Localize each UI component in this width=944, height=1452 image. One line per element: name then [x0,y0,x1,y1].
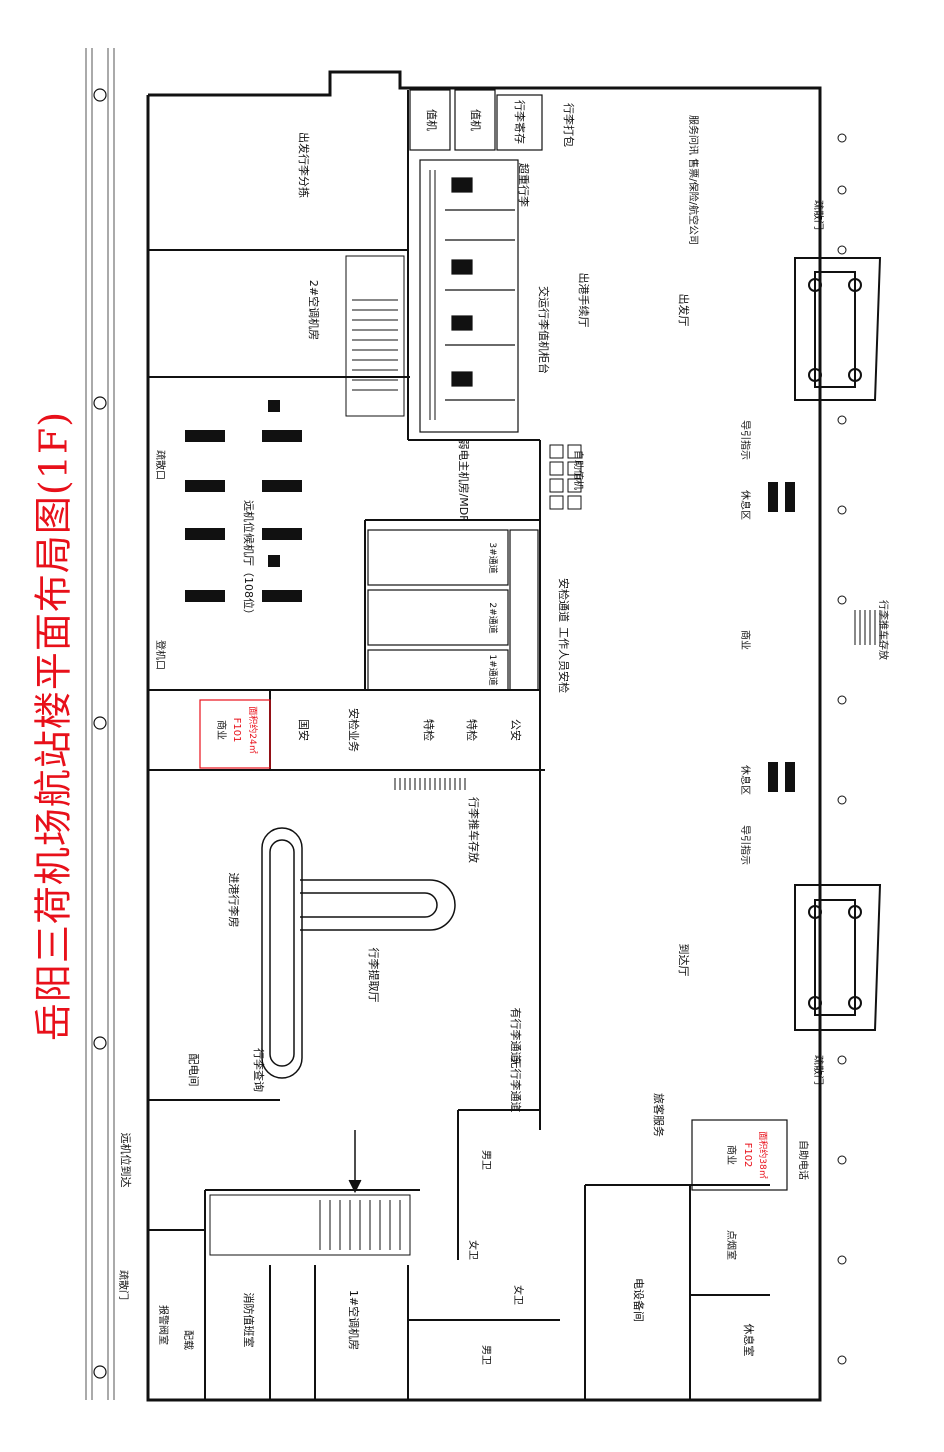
label-power-dist: 配电间 [187,1054,200,1087]
label-security-lane: 安检通道 [557,578,571,622]
label-arr-hall: 到达厅 [677,944,690,977]
label-cart-storage-2: 行李推车存放 [467,797,481,863]
shop-outlines [199,699,788,1191]
label-oversize: 超重行李 [517,163,531,207]
label-evac-bottom: 疏散门 [812,1055,825,1085]
rest-benches [768,482,795,792]
label-baggage-check: 行李查询 [252,1048,266,1092]
label-mailroom: 报警阀室 [157,1305,170,1345]
room-labels: 出发行李分拣 值机 值机 行李寄存 行李打包 超重行李 服务问讯 售票/保险/航… [117,100,890,1365]
stair-top [345,255,405,417]
self-checkin-kiosks [549,444,582,510]
label-guide-1: 导引指示 [739,420,752,460]
label-male-wc-1: 男卫 [480,1150,492,1170]
label-remote-waiting: 远机位候机厅（108位） [242,500,256,620]
label-dep-baggage-sort: 出发行李分拣 [297,132,311,198]
checkin-counter-block [419,159,519,433]
waiting-seats [185,400,302,602]
label-with-baggage: 有行李通道 [509,1008,523,1063]
label-no-baggage: 无行李通道 [509,1058,523,1113]
label-self-phone: 自助电话 [797,1140,810,1180]
label-male-wc-2: 男卫 [480,1345,492,1365]
label-f101-code: F101 [231,718,242,743]
label-special-2: 特检 [465,719,479,741]
cart-racks [394,610,881,790]
baggage-carousel [261,827,456,1079]
label-staff-security: 工作人员安检 [557,627,571,693]
label-f102-code: F102 [742,1143,753,1168]
label-f102-name: 商业 [725,1145,738,1165]
columns-right [837,133,847,1365]
label-security-ops: 安检业务 [347,708,361,752]
label-traveler-service: 旅客服务 [652,1093,666,1137]
interior-walls [148,90,770,1400]
building-walls [146,70,822,1402]
label-self-checkin: 自助值机 [572,450,585,490]
label-special-1: 特检 [422,719,436,741]
label-lane2: 2#通道 [487,602,499,633]
label-police: 公安 [509,719,523,741]
label-evac-left: 疏散门 [117,1270,130,1300]
label-lane3: 3#通道 [487,542,499,573]
label-f102-area: 面积约38㎡ [757,1131,769,1178]
label-checkin-counters: 交运行李值机柜台 [537,286,551,374]
label-ac1: 1#空调机房 [347,1290,361,1350]
label-checkin-a: 值机 [425,109,439,131]
label-dep-hall: 出发厅 [677,294,691,327]
label-boarding: 登机口 [154,640,167,670]
security-lanes [367,529,539,691]
label-service-desk: 服务问讯 售票/保险/航空公司 [687,115,700,245]
label-rest-1: 休息区 [739,490,752,520]
checkin-booths [409,89,543,151]
label-arr-baggage: 进港行李房 [227,873,241,928]
label-smoking: 点烟室 [725,1230,738,1260]
label-baggage-storage: 行李寄存 [513,100,527,144]
label-checkin-b: 值机 [469,109,483,131]
label-rest-2: 休息区 [739,765,752,795]
label-cart-storage-1: 行李推车存放 [877,600,890,660]
label-lane1: 1#通道 [487,654,499,685]
label-f101-area: 面积约24㎡ [247,706,259,753]
apron-rails [85,48,115,1400]
label-f101-name: 商业 [215,720,228,740]
label-baggage-claim: 行李提取厅 [367,948,381,1003]
label-evac-exit: 疏散口 [154,450,167,480]
label-electrical: 电设备间 [632,1278,646,1322]
label-rest-room: 休息室 [742,1324,756,1357]
rail-markers [93,88,107,1379]
label-dist-small: 配载 [182,1330,194,1350]
label-guide-2: 导引指示 [739,825,752,865]
label-evac-top: 疏散门 [812,200,825,230]
label-female-wc-1: 女卫 [467,1240,480,1260]
label-dep-procedure: 出港手续厅 [577,273,591,328]
label-border: 国安 [297,719,311,741]
label-fire-control: 消防值班室 [242,1293,256,1348]
label-commerce: 商业 [739,630,752,650]
stair-bottom [209,1130,411,1256]
entrance-top [794,257,882,401]
label-female-wc-2: 女卫 [512,1285,525,1305]
entrance-bottom [794,884,882,1031]
label-ac2: 2#空调机房 [307,280,321,340]
label-remote-arrival: 远机位到达 [119,1133,133,1188]
label-weak-current: 弱电主机房/MDF [457,439,471,522]
label-baggage-pack: 行李打包 [562,103,576,147]
